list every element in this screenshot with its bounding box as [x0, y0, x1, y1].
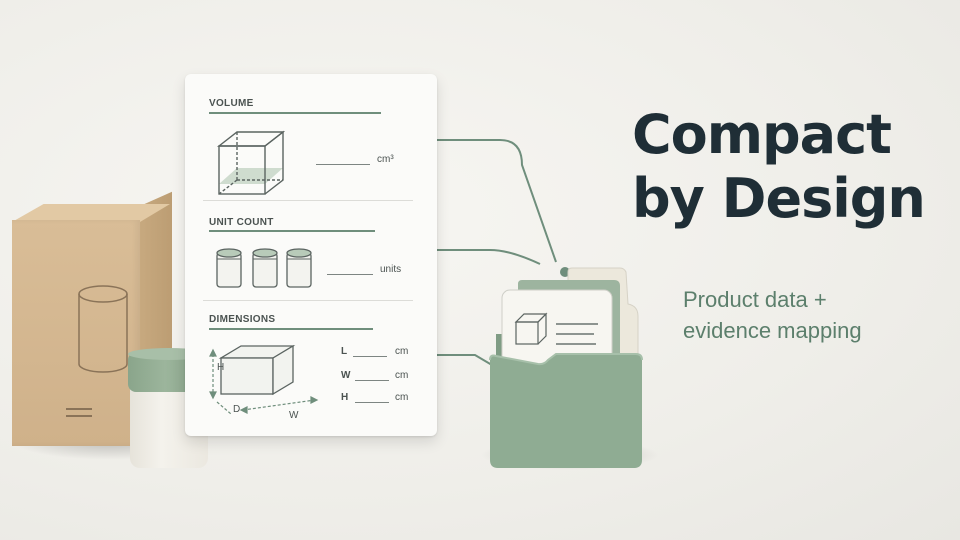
- volume-unit: cm³: [377, 154, 394, 165]
- diagram-label-h: H: [217, 362, 225, 373]
- subheadline-line-1: Product data +: [683, 287, 827, 312]
- box-dimensions-icon: [209, 344, 319, 415]
- unit-count-title: UNIT COUNT: [209, 217, 274, 228]
- dimension-label-w: W: [341, 370, 351, 381]
- volume-rule: [209, 112, 381, 114]
- subheadline-line-2: evidence mapping: [683, 318, 862, 343]
- unit-count-rule: [209, 230, 375, 232]
- divider: [203, 200, 413, 201]
- headline: Compact by Design: [632, 103, 952, 231]
- spec-card: VOLUME cm³ UNIT COUNT: [185, 74, 437, 436]
- canister-outline-icon: [78, 285, 128, 373]
- dimension-l-unit: cm: [395, 346, 409, 357]
- cube-icon: [216, 130, 285, 195]
- headline-line-1: Compact: [632, 103, 892, 166]
- dimensions-rule: [209, 328, 373, 330]
- dimensions-title: DIMENSIONS: [209, 314, 276, 325]
- diagram-label-d: D: [233, 404, 241, 415]
- dimension-h-unit: cm: [395, 392, 409, 403]
- dimension-label-l: L: [341, 346, 348, 357]
- box-top: [12, 204, 170, 222]
- canister-icon: [216, 248, 312, 288]
- dimension-w-unit: cm: [395, 370, 409, 381]
- unit-count-unit: units: [380, 264, 402, 275]
- volume-value-blank: [316, 164, 370, 165]
- unit-count-value-blank: [327, 274, 373, 275]
- headline-line-2: by Design: [632, 167, 926, 230]
- subheadline: Product data + evidence mapping: [683, 284, 943, 346]
- dimension-h-blank: [355, 402, 389, 403]
- folder-icon: [489, 267, 643, 468]
- dimension-label-h: H: [341, 392, 349, 403]
- divider: [203, 300, 413, 301]
- box-label-lines: [66, 408, 92, 422]
- diagram-label-w: W: [289, 410, 299, 421]
- dimension-w-blank: [355, 380, 389, 381]
- volume-title: VOLUME: [209, 98, 254, 109]
- dimension-l-blank: [353, 356, 387, 357]
